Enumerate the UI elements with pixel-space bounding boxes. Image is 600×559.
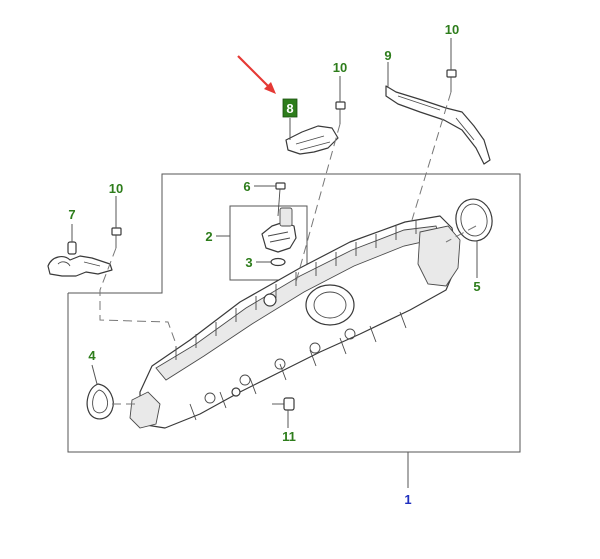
callout-4: 4 — [88, 348, 96, 363]
bolt-part-b — [446, 69, 457, 92]
gasket-ring-left — [86, 383, 114, 420]
callout-7: 7 — [68, 207, 75, 222]
callout-8: 8 — [286, 101, 293, 116]
callout-11: 11 — [282, 429, 296, 444]
sensor-part — [261, 207, 297, 253]
intake-manifold — [129, 215, 461, 429]
bracket-long — [385, 85, 491, 165]
callout-10-left: 10 — [109, 181, 123, 196]
callout-6: 6 — [243, 179, 250, 194]
alignment-lines — [99, 91, 477, 405]
gasket-ring-right — [455, 198, 493, 242]
assembly-frame — [67, 173, 521, 453]
callout-3: 3 — [245, 255, 252, 270]
bracket-clip — [47, 241, 113, 277]
callout-5: 5 — [473, 279, 480, 294]
bolt-part-a — [335, 101, 346, 124]
callout-1: 1 — [404, 492, 411, 507]
sensor-group-box — [229, 205, 308, 281]
callout-2: 2 — [205, 229, 212, 244]
callout-9: 9 — [384, 48, 391, 63]
leader-lines — [71, 38, 478, 488]
stud-part — [272, 397, 295, 411]
bracket-upper — [285, 125, 339, 155]
small-o-ring — [270, 257, 286, 267]
screw-part — [275, 182, 286, 217]
highlight-arrow — [237, 55, 276, 94]
callout-10-upper-right: 10 — [445, 22, 459, 37]
callout-10-upper-middle: 10 — [333, 60, 347, 75]
callout-8-badge — [282, 98, 298, 118]
bolt-part-c — [111, 227, 122, 248]
